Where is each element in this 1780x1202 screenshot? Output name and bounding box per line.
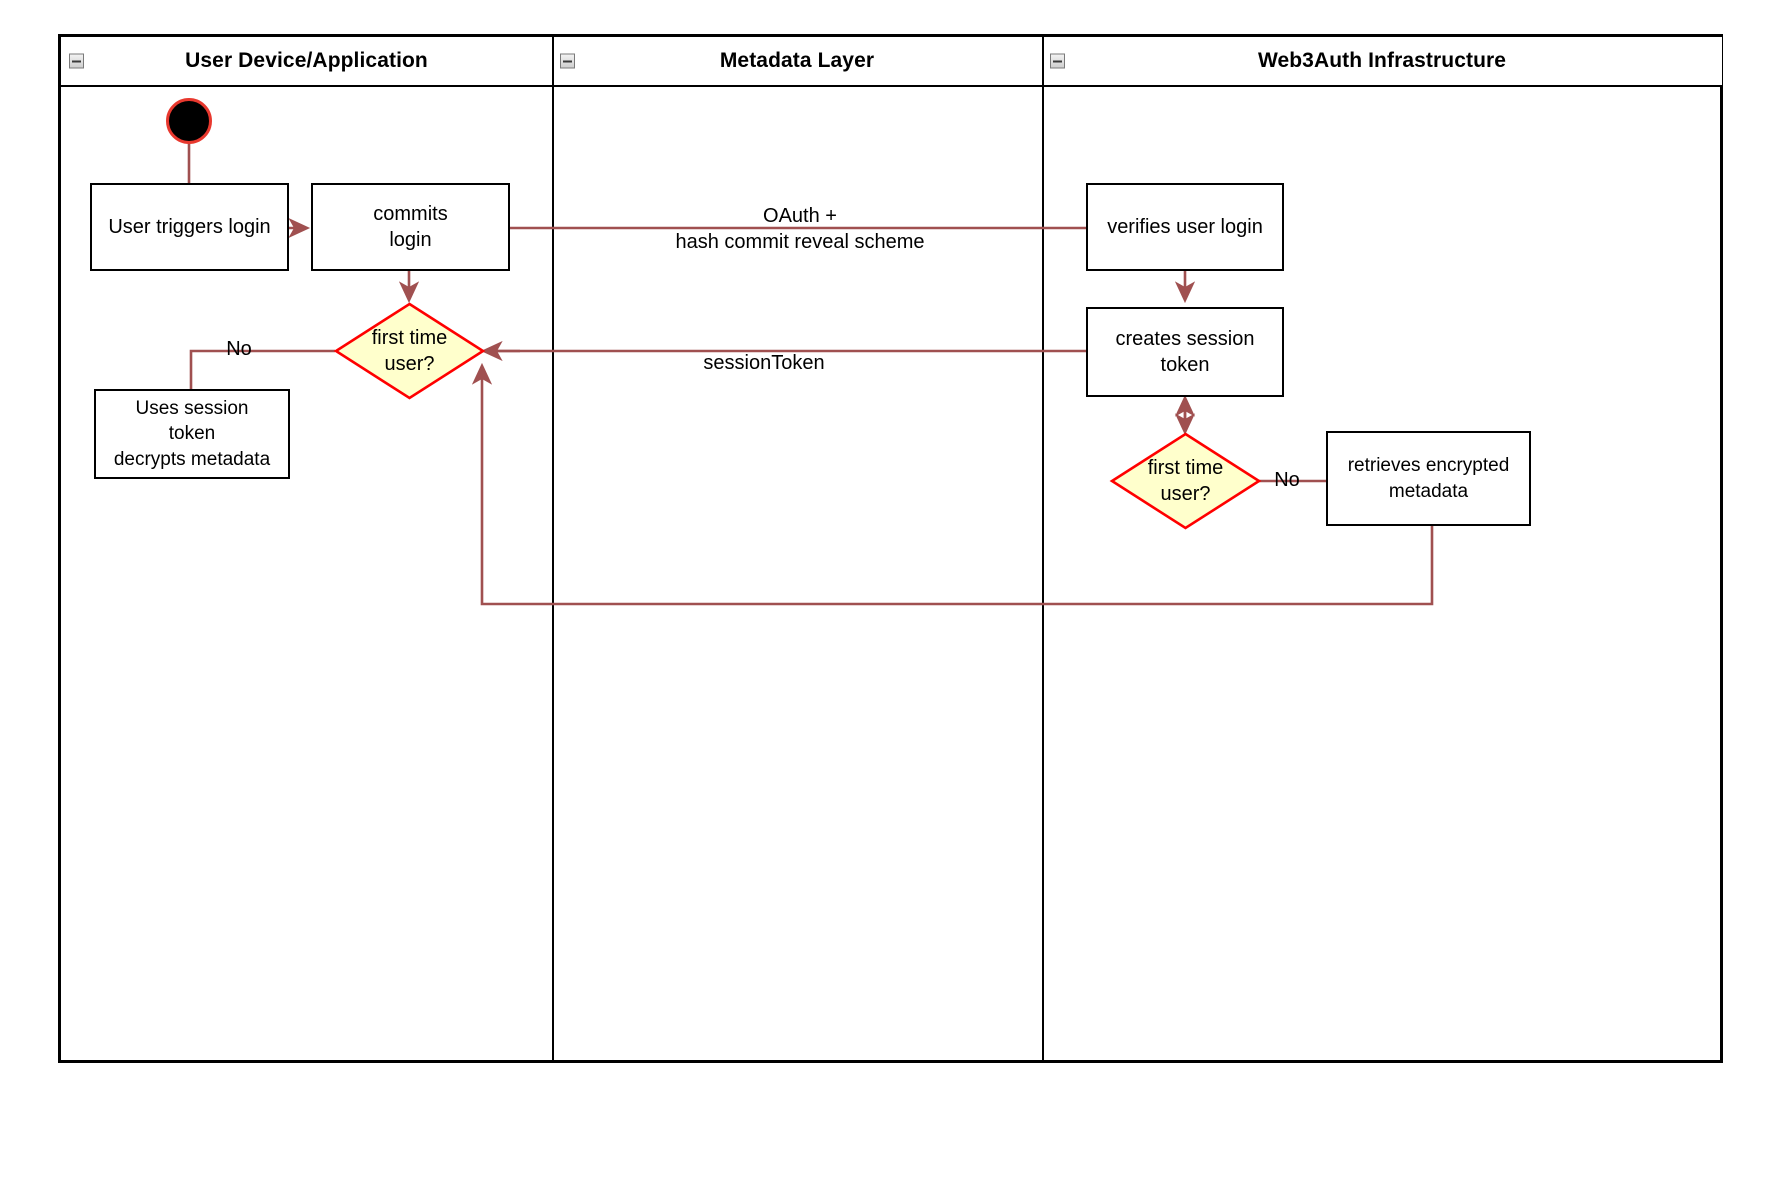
activity-uses-session-token[interactable]: Uses session token decrypts metadata (94, 389, 290, 479)
lane-header-web3auth[interactable]: Web3Auth Infrastructure (1042, 37, 1722, 87)
edge-label-no-left: No (226, 338, 252, 360)
lane-divider-1 (552, 37, 554, 1060)
swimlane-pool: User Device/Application Metadata Layer W… (58, 34, 1723, 1063)
decision-first-time-user-left[interactable]: first time user? (333, 302, 486, 400)
lane-title-metadata-layer: Metadata Layer (719, 49, 875, 72)
initial-node (166, 98, 212, 144)
activity-verifies-user-login[interactable]: verifies user login (1086, 183, 1284, 271)
edge-label-oauth: OAuth + hash commit reveal scheme (675, 205, 925, 253)
activity-commits-login[interactable]: commits login (311, 183, 510, 271)
collapse-minus-icon[interactable] (69, 53, 84, 69)
lane-header-user-device[interactable]: User Device/Application (61, 37, 552, 87)
lane-divider-2 (1042, 37, 1044, 1060)
edge-label-no-right: No (1274, 469, 1300, 491)
collapse-minus-icon[interactable] (1050, 53, 1065, 69)
collapse-minus-icon[interactable] (560, 53, 575, 69)
lane-title-web3auth: Web3Auth Infrastructure (1257, 49, 1507, 72)
activity-creates-session-token[interactable]: creates session token (1086, 307, 1284, 397)
lane-header-metadata-layer[interactable]: Metadata Layer (552, 37, 1042, 87)
decision-first-time-user-right[interactable]: first time user? (1109, 432, 1262, 530)
lane-title-user-device: User Device/Application (185, 49, 428, 72)
activity-user-triggers-login[interactable]: User triggers login (90, 183, 289, 271)
edge-label-session-token: sessionToken (703, 352, 825, 374)
activity-retrieves-encrypted-metadata[interactable]: retrieves encrypted metadata (1326, 431, 1531, 526)
